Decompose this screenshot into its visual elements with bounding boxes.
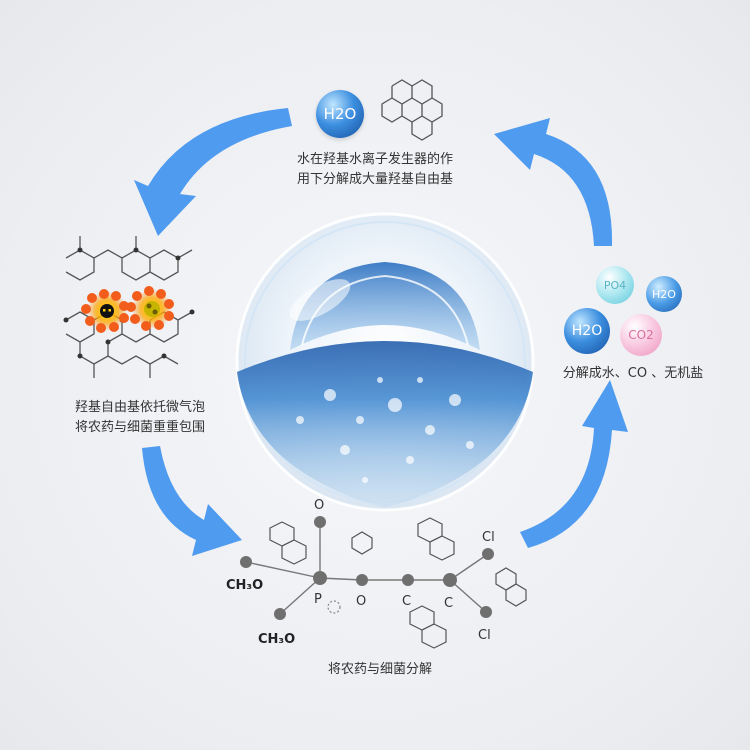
molecule-structure <box>245 522 489 615</box>
step-caption-top-line1: 水在羟基水离子发生器的作 <box>296 152 453 167</box>
step-caption-left-line2: 将农药与细菌重重包围 <box>74 420 205 435</box>
molecule-atoms <box>240 516 494 620</box>
po4-molecule: PO4 <box>596 266 634 304</box>
label-p: P <box>314 592 322 607</box>
dashed-ring <box>327 600 341 614</box>
label-c1: C <box>402 594 412 609</box>
step-caption-right-line1: 分解成水、CO 、无机盐 <box>562 366 704 381</box>
h2o-molecule-top: H2O <box>316 90 364 138</box>
cycle-arrow-bottom-right <box>520 380 628 548</box>
cycle-arrow-left-bottom <box>142 446 242 556</box>
cycle-arrow-top-left <box>134 108 292 236</box>
pollutant-cluster-1 <box>81 289 129 333</box>
h2o-molecule-small: H2O <box>646 276 682 312</box>
label-c2: C <box>444 596 454 611</box>
cycle-arrow-top-right <box>494 118 613 246</box>
label-o-mid: O <box>356 594 367 609</box>
step-caption-left: 羟基自由基依托微气泡 将农药与细菌重重包围 <box>50 398 230 438</box>
step-caption-left-line1: 羟基自由基依托微气泡 <box>74 400 205 415</box>
step-caption-top-line2: 用下分解成大量羟基自由基 <box>296 172 453 187</box>
step-caption-right: 分解成水、CO 、无机盐 <box>548 364 718 384</box>
label-cl-bottom: Cl <box>478 628 491 643</box>
label-cl-top: Cl <box>482 530 495 545</box>
label-ch3o-b: CH₃O <box>258 632 296 647</box>
pollutant-cluster-2 <box>126 286 174 331</box>
floating-rings <box>269 517 527 649</box>
lattice-top <box>381 79 443 141</box>
label-ch3o-a: CH₃O <box>226 578 264 593</box>
step-caption-bottom-line1: 将农药与细菌分解 <box>327 662 432 677</box>
h2o-molecule-large: H2O <box>564 308 610 354</box>
step-caption-top: 水在羟基水离子发生器的作 用下分解成大量羟基自由基 <box>250 150 500 190</box>
water-sphere <box>235 212 535 512</box>
label-o-top: O <box>314 498 325 513</box>
co2-molecule: CO2 <box>620 314 662 356</box>
step-caption-bottom: 将农药与细菌分解 <box>300 660 460 680</box>
